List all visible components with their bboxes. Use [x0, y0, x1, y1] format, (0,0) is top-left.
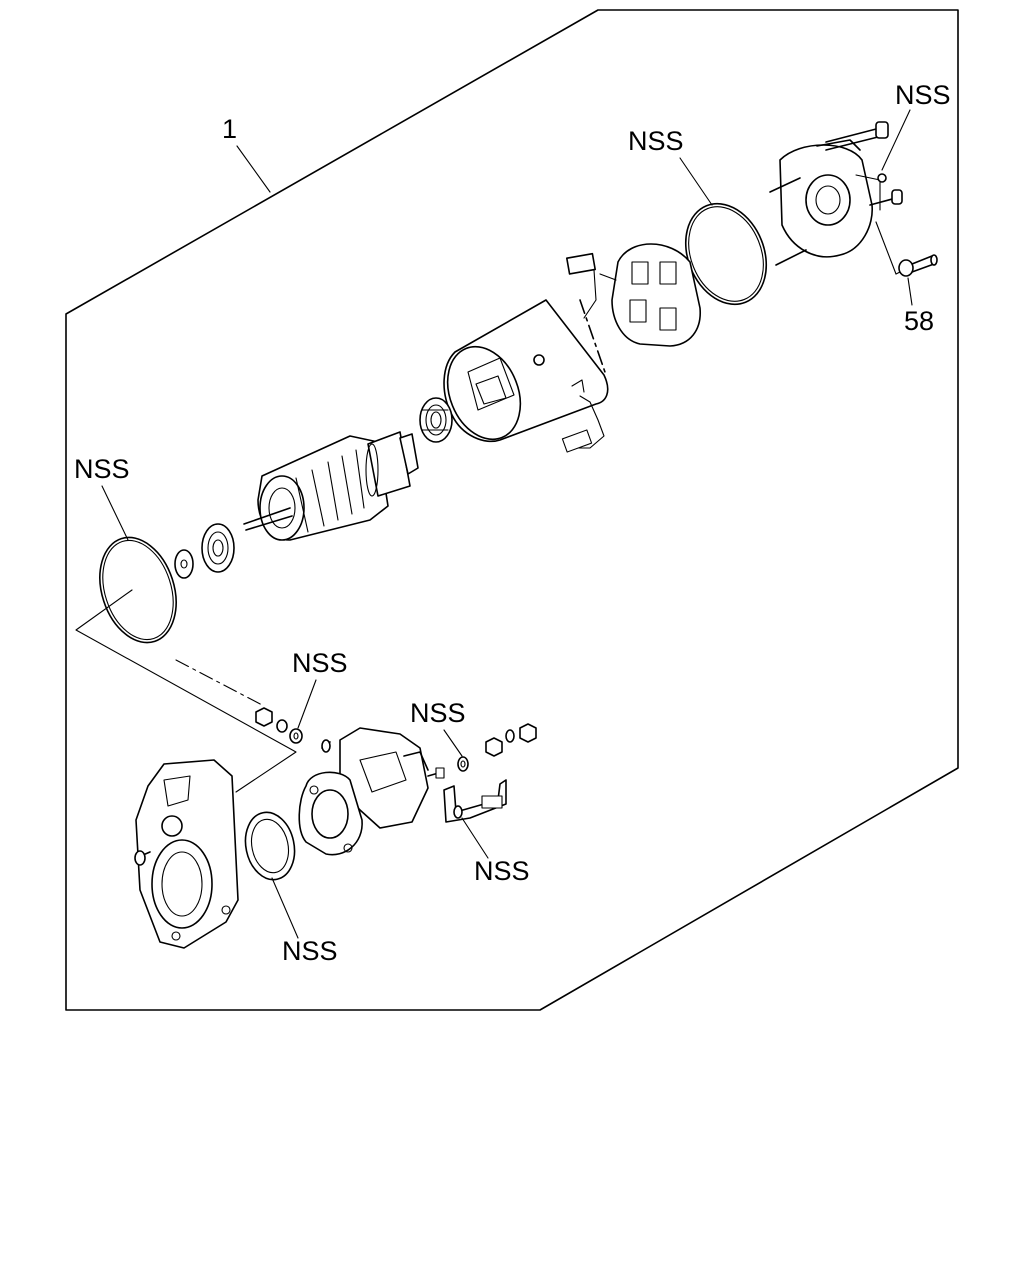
- assembly-path-lines: [75, 589, 297, 793]
- leader-line: [443, 729, 463, 757]
- callout-label-1: 1: [222, 114, 237, 144]
- through-bolt-top: [825, 121, 889, 151]
- callout-label-nss: NSS: [895, 80, 951, 110]
- solenoid-housing: [298, 727, 445, 856]
- leader-line: [907, 277, 913, 306]
- callout-solenoid-washer-nss[interactable]: NSS: [410, 698, 466, 757]
- leader-line: [236, 145, 271, 193]
- rear-bearing: [419, 397, 453, 443]
- housing-gasket: [244, 811, 296, 881]
- callout-label-nss: NSS: [292, 648, 348, 678]
- callout-rear-cover-nss[interactable]: NSS: [881, 80, 951, 171]
- callout-label-nss: NSS: [282, 936, 338, 966]
- leader-line: [271, 877, 299, 939]
- armature: [243, 431, 419, 541]
- brush-holder: [565, 243, 701, 347]
- front-o-ring: [99, 536, 177, 644]
- callout-label-nss: NSS: [74, 454, 130, 484]
- leader-line: [679, 157, 713, 206]
- callout-gear-washer-nss[interactable]: NSS: [292, 648, 348, 729]
- yoke-field-frame: [443, 299, 609, 453]
- callout-58[interactable]: 58: [904, 277, 934, 336]
- front-washer: [174, 549, 194, 579]
- callout-front-oring-nss[interactable]: NSS: [74, 454, 130, 541]
- rear-end-cover: [769, 139, 881, 266]
- callout-label-58: 58: [904, 306, 934, 336]
- pinion-hardware: [255, 707, 303, 744]
- callout-housing-gasket-nss[interactable]: NSS: [271, 877, 338, 966]
- assembly-boundary-frame: [65, 9, 959, 1011]
- leader-line: [101, 485, 129, 541]
- callout-label-nss: NSS: [628, 126, 684, 156]
- callout-rear-oring-nss[interactable]: NSS: [628, 126, 713, 206]
- callout-label-nss: NSS: [410, 698, 466, 728]
- screw-small: [869, 173, 903, 206]
- terminal-link-plate: [443, 779, 507, 823]
- rear-cover-bolt-58: [875, 221, 938, 277]
- front-gear-housing: [134, 759, 239, 949]
- front-bearing: [201, 523, 235, 573]
- callout-label-nss: NSS: [474, 856, 530, 886]
- callout-assembly[interactable]: 1: [222, 114, 271, 193]
- callout-solenoid-terminal-nss[interactable]: NSS: [461, 817, 530, 886]
- leader-line: [881, 109, 911, 171]
- terminal-hardware: [457, 723, 537, 772]
- leader-line: [297, 679, 317, 729]
- leader-line: [461, 817, 489, 859]
